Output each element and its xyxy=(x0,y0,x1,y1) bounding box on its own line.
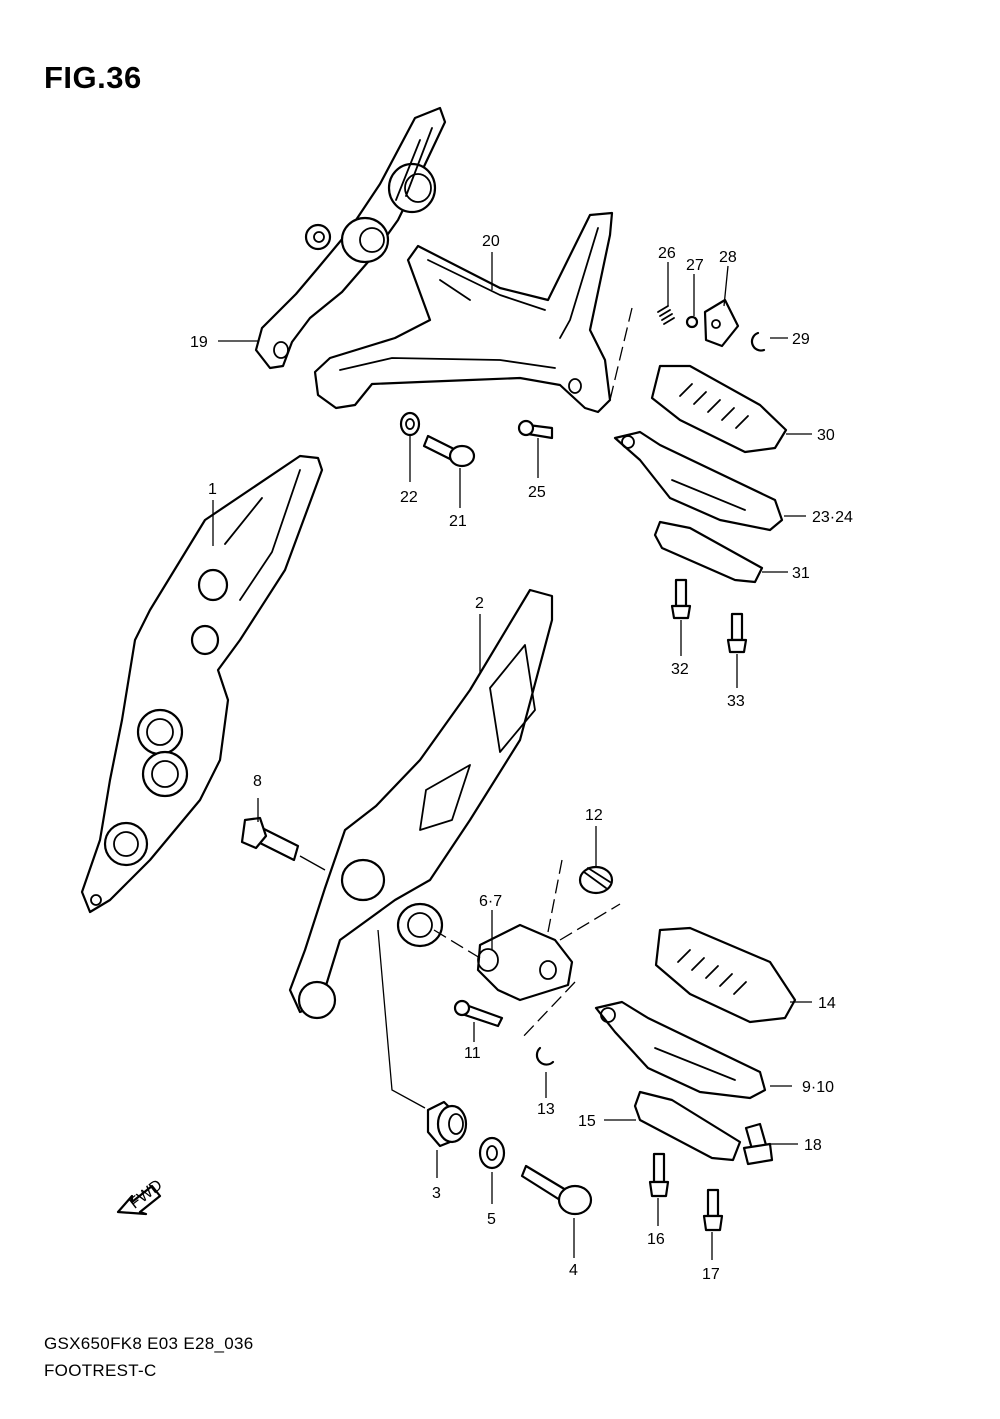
part-21-bolt xyxy=(422,434,476,468)
callout-4: 4 xyxy=(569,1262,578,1279)
callout-13: 13 xyxy=(537,1101,555,1118)
part-26-spring xyxy=(657,305,675,325)
part-3-collar xyxy=(426,1100,468,1148)
part-5-washer xyxy=(478,1136,506,1170)
callout-15: 15 xyxy=(578,1113,596,1130)
model-code: GSX650FK8 E03 E28_036 xyxy=(44,1334,254,1353)
callout-27: 27 xyxy=(686,257,704,274)
callout-17: 17 xyxy=(702,1266,720,1283)
callout-22: 22 xyxy=(400,489,418,506)
callout-3: 3 xyxy=(432,1185,441,1202)
callout-12: 12 xyxy=(585,807,603,824)
callout-1: 1 xyxy=(208,481,217,498)
assembly-line-pivot xyxy=(433,859,621,1041)
callout-labels: 1 2 3 4 5 6·7 8 9·10 11 12 13 14 15 16 1… xyxy=(190,233,853,1283)
part-18-bolt xyxy=(742,1122,774,1166)
part-27-ball xyxy=(685,315,699,329)
assembly-line-26-28 xyxy=(609,307,633,401)
callout-14: 14 xyxy=(818,995,836,1012)
callout-18: 18 xyxy=(804,1137,822,1154)
callout-20: 20 xyxy=(482,233,500,250)
part-9-10-footrest xyxy=(594,1000,767,1100)
callout-5: 5 xyxy=(487,1211,496,1228)
callout-16: 16 xyxy=(647,1231,665,1248)
part-28-plate xyxy=(703,298,740,348)
callout-23-24: 23·24 xyxy=(812,509,853,526)
part-31-plate xyxy=(653,520,764,584)
callout-29: 29 xyxy=(792,331,810,348)
part-17-screw xyxy=(702,1188,724,1232)
callout-21: 21 xyxy=(449,513,467,530)
figure-title: FIG.36 xyxy=(44,60,142,95)
part-32-screw xyxy=(670,578,692,620)
callout-9-10: 9·10 xyxy=(802,1079,834,1096)
part-16-screw xyxy=(648,1152,670,1198)
callout-26: 26 xyxy=(658,245,676,262)
part-12-spring xyxy=(578,865,614,895)
forward-direction-arrow-icon: FWD xyxy=(116,1177,166,1216)
callout-19: 19 xyxy=(190,334,208,351)
part-1-left-bracket xyxy=(80,454,324,914)
callout-30: 30 xyxy=(817,427,835,444)
part-6-7-pivot xyxy=(476,923,574,1002)
part-20-front-bracket xyxy=(313,211,614,414)
part-4-bolt xyxy=(520,1164,593,1216)
callout-32: 32 xyxy=(671,661,689,678)
part-2-right-bracket xyxy=(288,588,554,1020)
part-8-bolt xyxy=(240,816,300,862)
callout-8: 8 xyxy=(253,773,262,790)
callout-31: 31 xyxy=(792,565,810,582)
part-29-e-clip xyxy=(750,331,766,352)
part-15-plate xyxy=(633,1090,742,1162)
part-23-24-footrest xyxy=(613,430,784,532)
callout-33: 33 xyxy=(727,693,745,710)
assembly-line-3 xyxy=(377,929,426,1109)
part-25-pin xyxy=(517,419,554,440)
callout-2: 2 xyxy=(475,595,484,612)
part-14-rubber xyxy=(654,926,797,1024)
leader-lines xyxy=(212,252,812,1260)
section-name: FOOTREST-C xyxy=(44,1361,157,1380)
part-30-rubber xyxy=(650,364,788,454)
assembly-line-8 xyxy=(299,855,326,871)
part-19-rear-bracket xyxy=(254,106,447,370)
part-33-screw xyxy=(726,612,748,654)
callout-28: 28 xyxy=(719,249,737,266)
callout-25: 25 xyxy=(528,484,546,501)
callout-6-7: 6·7 xyxy=(479,893,502,910)
part-11-pin xyxy=(453,999,504,1028)
part-13-clip xyxy=(535,1046,555,1066)
callout-11: 11 xyxy=(464,1045,481,1062)
part-22-washer xyxy=(399,411,421,437)
